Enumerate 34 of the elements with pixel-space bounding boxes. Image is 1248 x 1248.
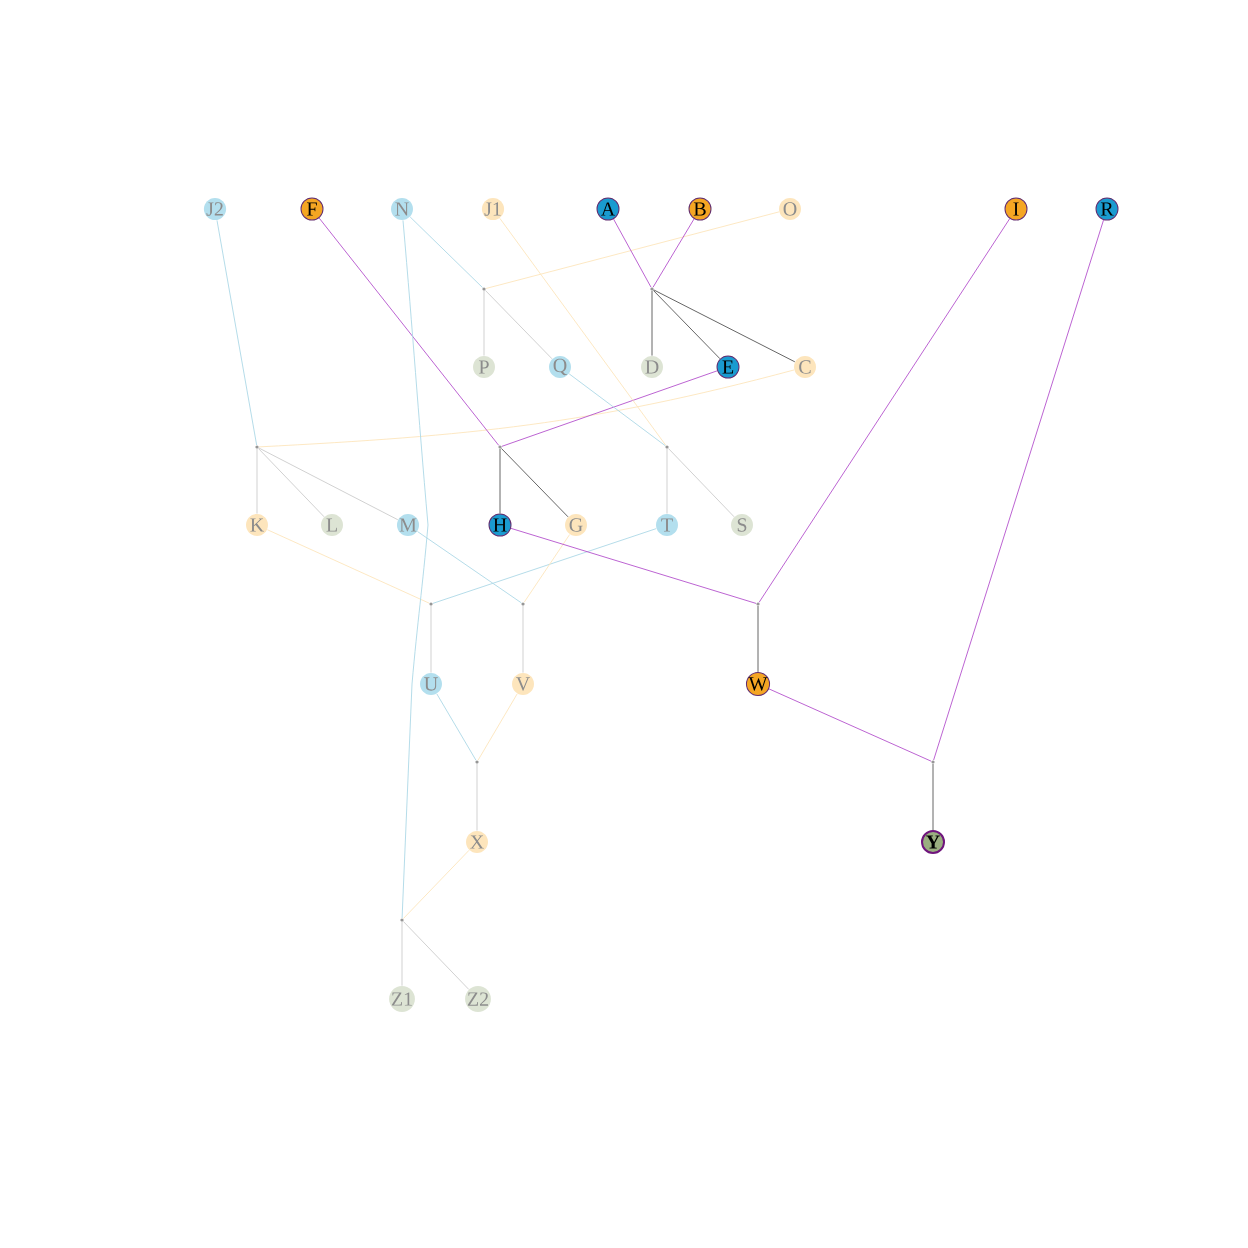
connector-line xyxy=(402,921,470,990)
connector-line xyxy=(216,219,258,446)
connector-line xyxy=(318,217,500,446)
connector-line xyxy=(484,290,553,360)
connector-line xyxy=(485,211,780,289)
connector-line xyxy=(501,370,718,447)
connector-line xyxy=(523,534,571,603)
connector-line xyxy=(401,219,429,919)
connector-line xyxy=(402,849,470,920)
connector-line xyxy=(653,289,796,363)
connector-line xyxy=(266,529,430,604)
connector-line xyxy=(933,219,1104,761)
connector-line xyxy=(667,448,735,518)
connector-line xyxy=(409,216,484,289)
connector-line xyxy=(568,373,666,447)
connector-line xyxy=(499,217,667,446)
connector-line xyxy=(500,448,569,518)
connector-line xyxy=(932,763,934,831)
connector-line xyxy=(652,290,721,360)
connector-line xyxy=(510,527,757,604)
connector-line xyxy=(499,448,501,514)
connector-line xyxy=(477,693,518,761)
connector-line xyxy=(436,693,477,761)
connector-line xyxy=(613,218,652,288)
connector-line xyxy=(652,218,695,288)
connector-line xyxy=(417,531,522,604)
connector-line xyxy=(432,528,657,604)
connector-line xyxy=(758,218,1011,603)
connector-line xyxy=(257,448,325,518)
connector-line xyxy=(768,688,932,762)
connector-line xyxy=(757,605,759,673)
connector-line xyxy=(258,369,795,448)
connector-line xyxy=(651,290,653,357)
connector-line xyxy=(258,447,399,521)
